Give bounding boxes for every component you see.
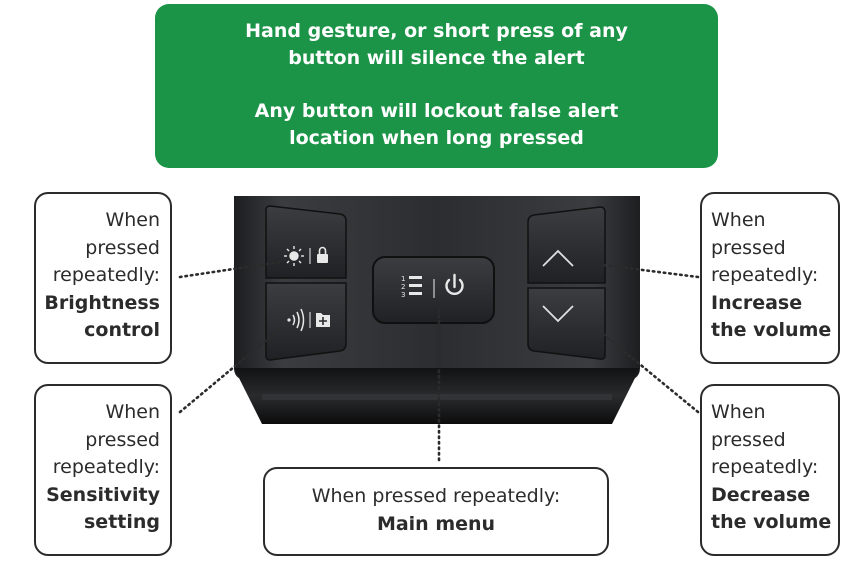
callout-text: pressed <box>711 428 786 451</box>
svg-text:2: 2 <box>401 283 405 291</box>
callout-text: pressed <box>85 428 160 451</box>
callout-text: pressed <box>711 236 786 259</box>
sensitivity-button[interactable] <box>265 282 347 361</box>
banner-line-2: button will silence the alert <box>288 47 585 69</box>
volume-up-button[interactable] <box>527 206 606 284</box>
banner-line-1: Hand gesture, or short press of any <box>245 20 628 42</box>
callout-text: pressed <box>85 236 160 259</box>
callout-text: repeatedly: <box>711 264 819 286</box>
callout-text: When pressed repeatedly: <box>311 485 561 507</box>
callout-main-menu: When pressed repeatedly: Main menu <box>263 467 609 556</box>
numbered-list-icon: 1 2 3 <box>401 275 422 299</box>
callout-action: the volume <box>711 319 832 341</box>
sun-icon <box>284 246 304 266</box>
callout-action: setting <box>84 511 160 533</box>
callout-text: When <box>711 401 766 423</box>
callout-action: the volume <box>711 511 832 533</box>
banner-line-3: Any button will lockout false alert <box>254 100 619 122</box>
callout-text: repeatedly: <box>711 456 819 478</box>
callout-text: When <box>105 209 160 231</box>
callout-brightness: When pressed repeatedly: Brightness cont… <box>34 192 172 364</box>
volume-down-button[interactable] <box>527 287 606 360</box>
callout-action: Brightness <box>44 291 160 314</box>
callout-action: Increase <box>711 291 803 314</box>
brightness-button[interactable] <box>265 205 347 279</box>
callout-action: Decrease <box>711 483 811 506</box>
info-banner: Hand gesture, or short press of any butt… <box>155 4 718 168</box>
callout-text: repeatedly: <box>52 264 160 286</box>
folder-plus-icon <box>316 313 330 327</box>
signal-waves-icon <box>287 308 305 332</box>
chevron-up-icon <box>542 249 574 267</box>
callout-sensitivity: When pressed repeatedly: Sensitivity set… <box>34 384 172 556</box>
lock-icon <box>317 246 328 263</box>
callout-decrease-volume: When pressed repeatedly: Decrease the vo… <box>700 384 840 556</box>
callout-increase-volume: When pressed repeatedly: Increase the vo… <box>700 192 840 364</box>
banner-line-4: location when long pressed <box>289 127 584 149</box>
callout-text: When <box>105 401 160 423</box>
svg-text:1: 1 <box>401 275 405 283</box>
callout-action: Main menu <box>376 512 496 535</box>
svg-text:3: 3 <box>401 291 405 299</box>
power-icon <box>445 273 464 295</box>
callout-action: Sensitivity <box>46 483 160 506</box>
callout-action: control <box>84 319 160 341</box>
chevron-down-icon <box>542 305 574 323</box>
callout-text: When <box>711 209 766 231</box>
callout-text: repeatedly: <box>52 456 160 478</box>
